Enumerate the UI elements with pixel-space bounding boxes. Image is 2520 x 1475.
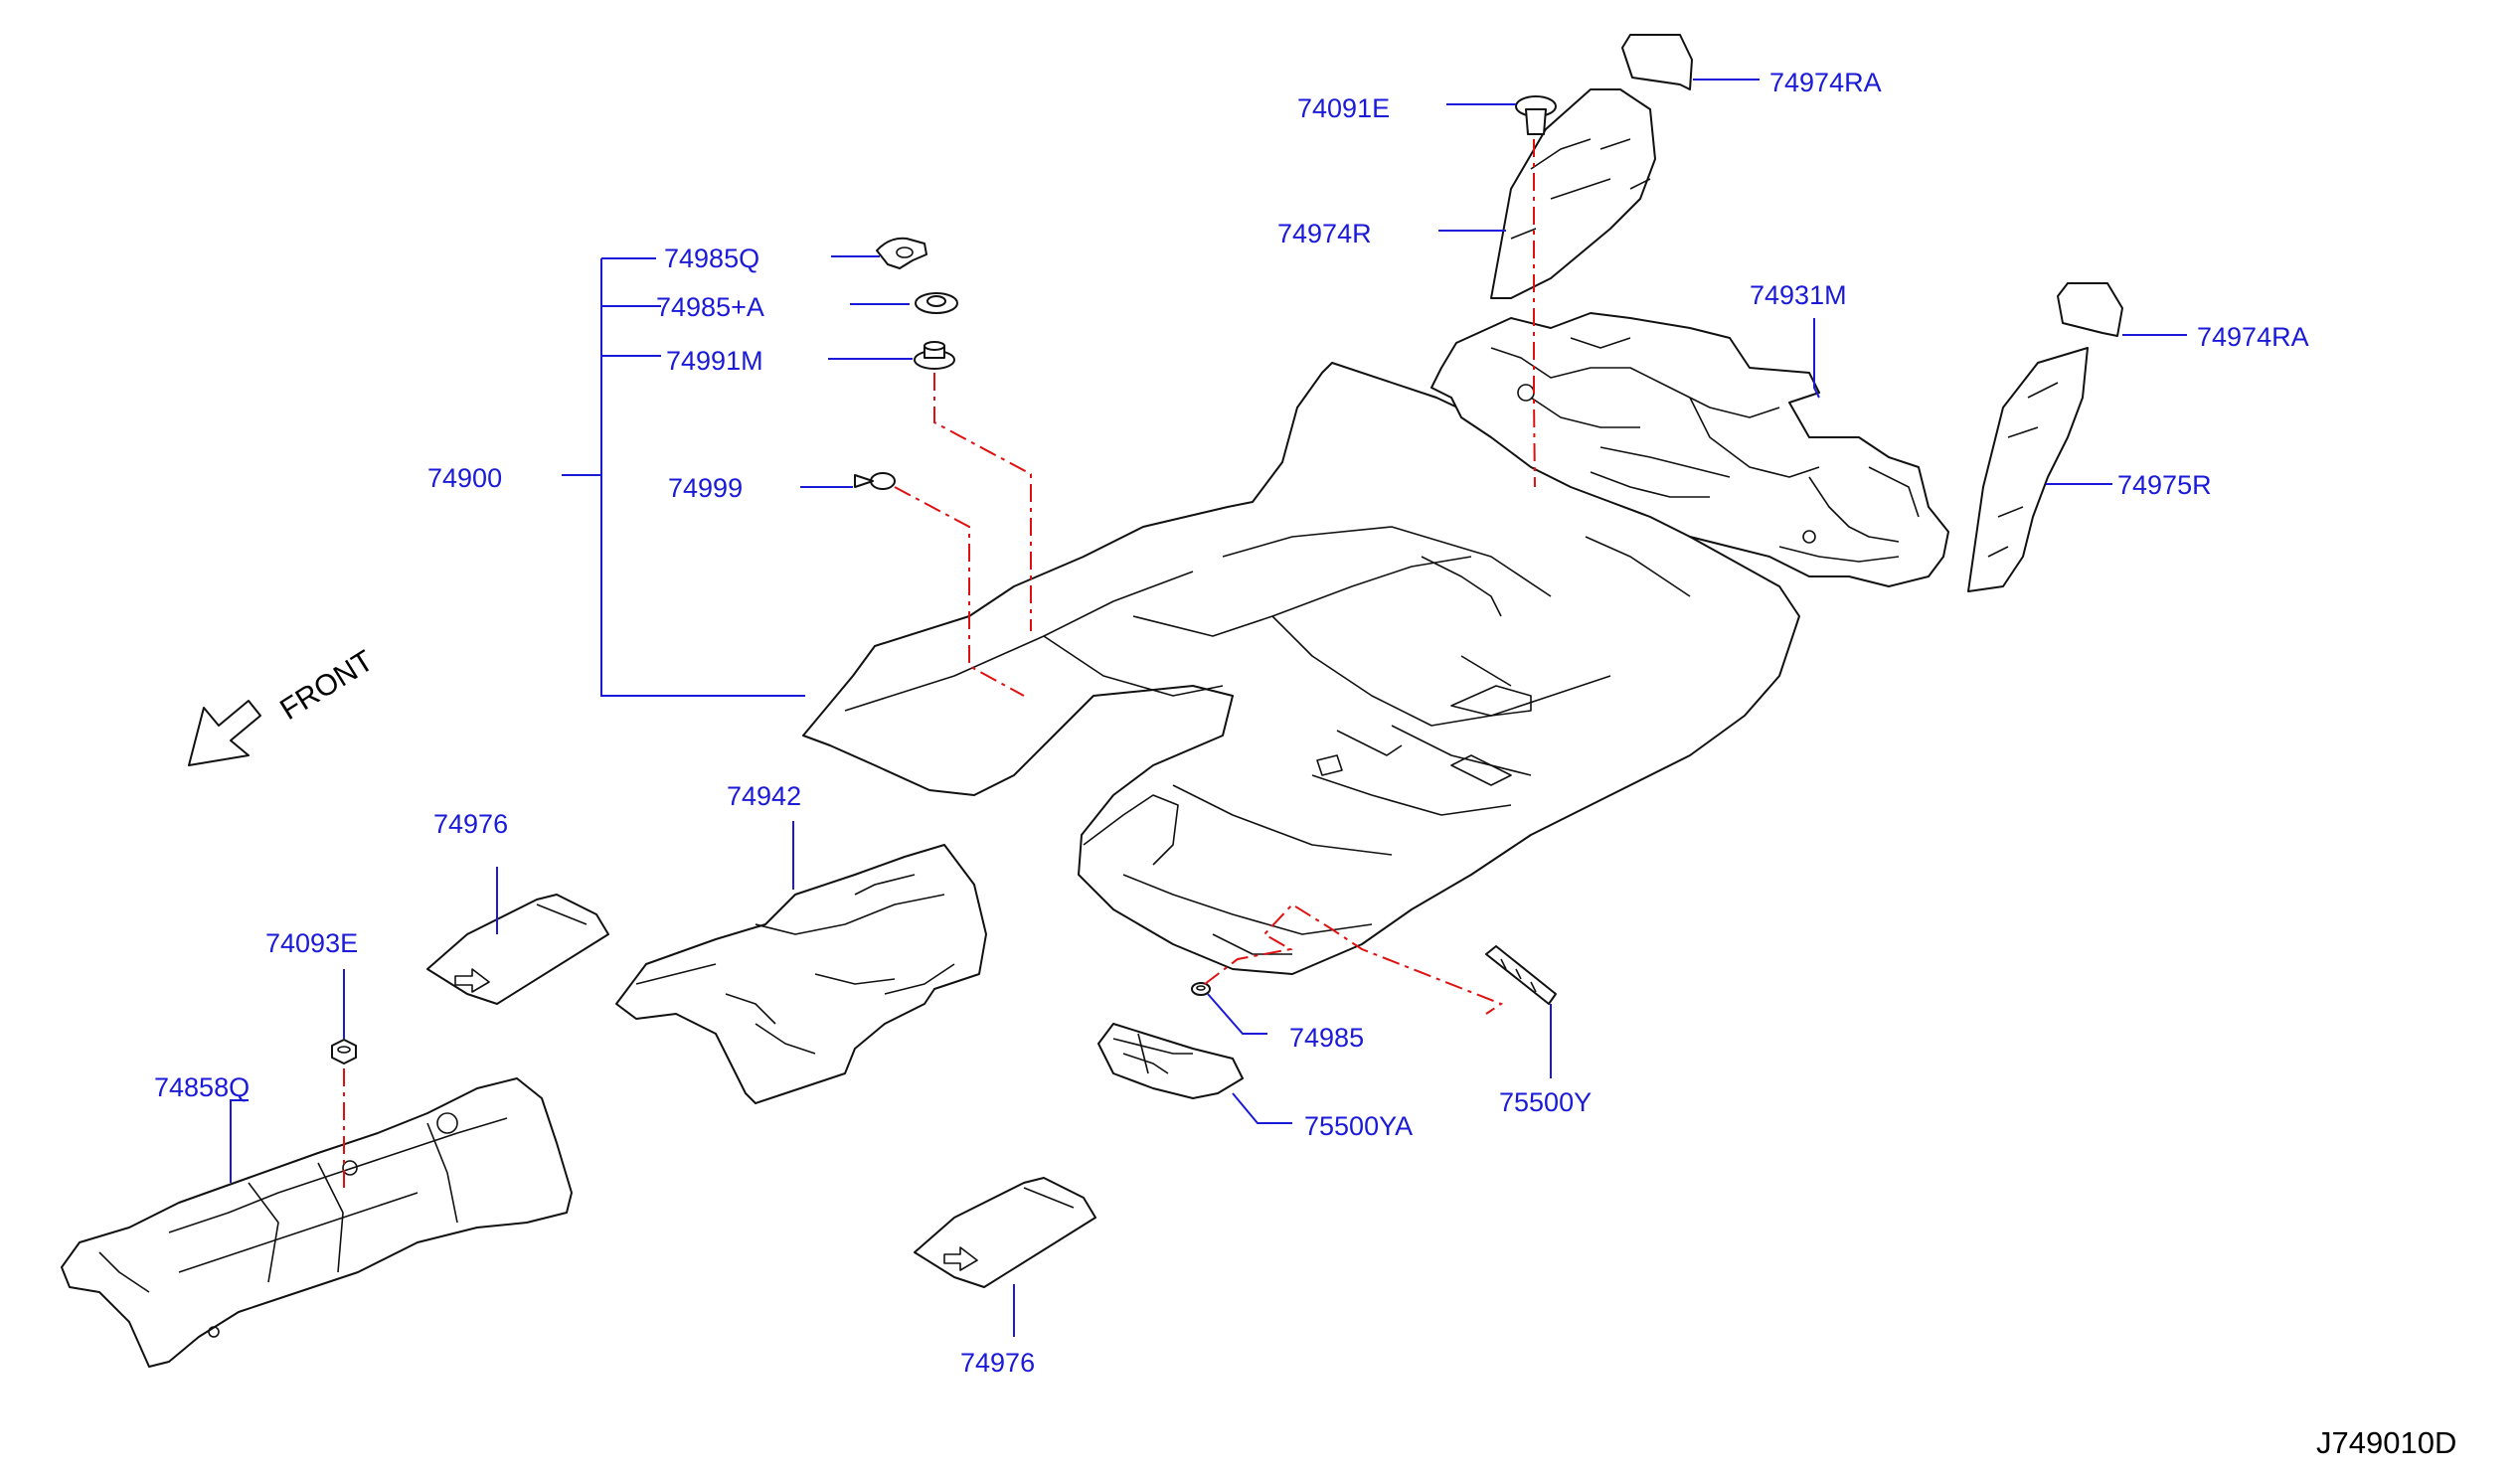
front-arrow-icon	[188, 700, 261, 766]
label-74974RA-top: 74974RA	[1769, 68, 1882, 97]
panel-74974R	[1490, 88, 1656, 299]
dashed-connectors	[343, 139, 1536, 1188]
label-74985A: 74985+A	[656, 292, 764, 322]
tunnel-insulator-74942	[615, 844, 987, 1104]
pad-74976-upper	[426, 894, 609, 1005]
front-label: FRONT	[274, 644, 379, 727]
label-74974R: 74974R	[1277, 219, 1372, 248]
grommet-74985A	[915, 292, 958, 314]
strip-75500Y	[1485, 945, 1557, 1005]
label-74991M: 74991M	[666, 346, 763, 376]
label-74976-lower: 74976	[960, 1348, 1035, 1378]
nut-74093E	[331, 1039, 357, 1065]
label-74999: 74999	[668, 473, 743, 503]
label-74858Q: 74858Q	[154, 1072, 250, 1102]
label-74985: 74985	[1289, 1023, 1364, 1053]
diagram-code: J749010D	[2316, 1425, 2456, 1460]
panel-74975R	[1967, 347, 2089, 592]
label-74091E: 74091E	[1297, 93, 1390, 123]
label-74985Q: 74985Q	[664, 244, 759, 273]
label-74931M: 74931M	[1750, 280, 1847, 310]
label-74900: 74900	[427, 463, 502, 493]
fastener-74991M	[914, 341, 955, 370]
floor-carpet-74900	[802, 362, 1800, 975]
callout-lines	[230, 79, 2187, 1337]
label-74975R: 74975R	[2117, 470, 2212, 500]
label-74093E: 74093E	[265, 928, 358, 958]
pad-74974RA-right	[2057, 282, 2123, 337]
label-74942: 74942	[727, 781, 801, 811]
label-74974RA-right: 74974RA	[2197, 322, 2309, 352]
label-75500YA: 75500YA	[1304, 1111, 1413, 1141]
grommet-74985	[1191, 982, 1211, 996]
label-74976-upper: 74976	[433, 809, 508, 839]
heat-insulator-74858Q	[61, 1077, 573, 1368]
clip-74985Q	[876, 237, 927, 269]
pad-74974RA-top	[1621, 34, 1693, 90]
label-75500Y: 75500Y	[1499, 1087, 1592, 1117]
fastener-74091E	[1515, 95, 1557, 135]
pad-74976-lower	[914, 1177, 1096, 1288]
clip-74999	[854, 472, 896, 490]
part-labels: 74985Q 74985+A 74991M 74900 74999 74091E…	[154, 68, 2309, 1378]
duct-75500YA	[1097, 1023, 1244, 1099]
